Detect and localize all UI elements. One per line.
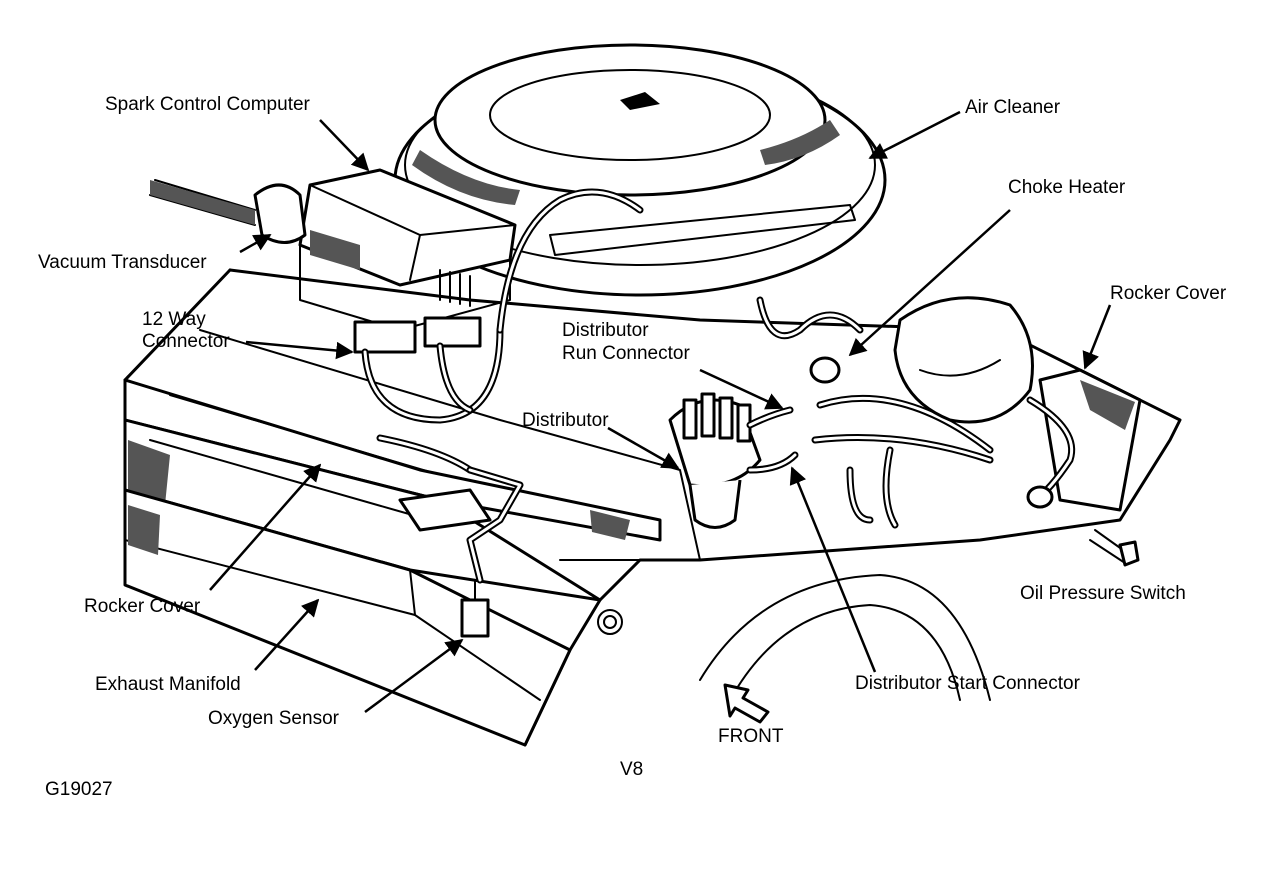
- vacuum-transducer: [149, 179, 307, 244]
- arrow-twelve-way-connector: [245, 340, 354, 360]
- arrow-choke-heater: [848, 209, 1011, 357]
- air-cleaner: [393, 43, 887, 297]
- arrow-distributor-run-connector: [699, 368, 784, 410]
- arrow-air-cleaner: [868, 110, 961, 160]
- right-rocker-cover: [893, 296, 1142, 512]
- arrow-exhaust-manifold: [254, 598, 320, 671]
- oxygen-sensor: [398, 466, 524, 638]
- label-distributor-start-connector: Distributor Start Connector: [855, 673, 1080, 694]
- label-oil-pressure-switch: Oil Pressure Switch: [1020, 583, 1186, 604]
- oil-pressure-switch: [1089, 529, 1140, 567]
- left-rocker-cover: [123, 378, 662, 602]
- label-distributor-run-line2: Run Connector: [562, 343, 690, 364]
- twelve-way-connector: [353, 188, 644, 474]
- label-oxygen-sensor: Oxygen Sensor: [208, 708, 339, 729]
- arrow-vacuum-transducer: [239, 233, 272, 254]
- label-rocker-cover-right: Rocker Cover: [1110, 283, 1227, 304]
- label-air-cleaner: Air Cleaner: [965, 97, 1061, 118]
- label-distributor: Distributor: [522, 410, 609, 431]
- arrow-rocker-cover-right: [1082, 304, 1112, 370]
- label-exhaust-manifold: Exhaust Manifold: [95, 674, 241, 695]
- arrow-spark-control-computer: [319, 119, 370, 172]
- label-spark-control-computer: Spark Control Computer: [105, 94, 310, 115]
- distributor: [668, 392, 799, 529]
- front-lower-area: [699, 574, 991, 701]
- label-distributor-run-line1: Distributor: [562, 320, 649, 341]
- label-choke-heater: Choke Heater: [1008, 177, 1126, 198]
- leader-arrows: [209, 110, 1112, 714]
- front-arrow-icon: [723, 683, 770, 724]
- exhaust-manifold: [123, 488, 623, 747]
- label-figure-id: G19027: [45, 779, 113, 800]
- arrow-distributor: [607, 426, 680, 470]
- arrow-rocker-cover-left: [209, 463, 322, 591]
- label-front: FRONT: [718, 726, 784, 747]
- label-engine: V8: [620, 759, 644, 780]
- label-twelve-way-line2: Connector: [142, 331, 230, 352]
- arrow-oxygen-sensor: [364, 638, 464, 714]
- label-twelve-way-line1: 12 Way: [142, 309, 206, 330]
- label-rocker-cover-left: Rocker Cover: [84, 596, 201, 617]
- choke-heater-area: [756, 296, 994, 529]
- label-vacuum-transducer: Vacuum Transducer: [38, 252, 207, 273]
- arrow-distributor-start-connector: [789, 466, 877, 673]
